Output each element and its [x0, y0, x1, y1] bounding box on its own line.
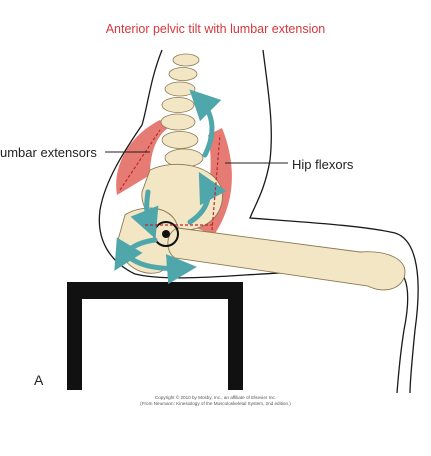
- rotation-arrow-icon: [114, 89, 227, 285]
- femur: [167, 227, 406, 291]
- muscle-force-lines: [119, 129, 221, 231]
- hip-flexors-label: Hip flexors: [292, 157, 354, 172]
- panel-label: A: [34, 372, 44, 388]
- chair: [67, 282, 243, 390]
- copyright-line-2: (From Neumann: Kinesiology of the Muscul…: [140, 401, 291, 406]
- figure-title: Anterior pelvic tilt with lumbar extensi…: [105, 22, 326, 36]
- label-leader-lines: [105, 151, 288, 164]
- lumbar-spine: [160, 53, 204, 168]
- copyright-line-1: Copyright © 2010 by Mosby, Inc., an affi…: [154, 395, 277, 400]
- lumbar-extensors-label: umbar extensors: [0, 145, 97, 160]
